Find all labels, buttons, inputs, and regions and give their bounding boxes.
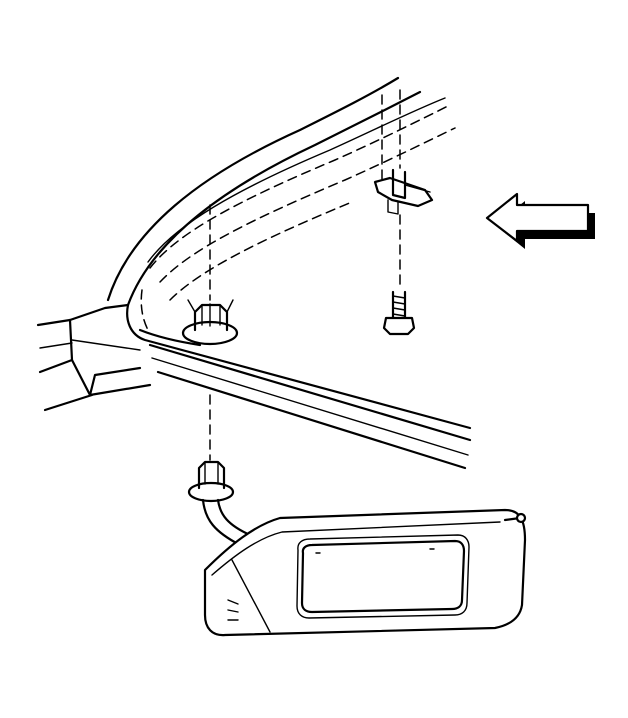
headliner-roof-edge	[106, 76, 456, 331]
visor-mounting-bolt	[382, 290, 416, 336]
windshield-pillar	[36, 303, 472, 470]
visor-retainer-clip	[181, 299, 239, 346]
sun-visor	[187, 460, 527, 637]
view-direction-arrow	[485, 192, 595, 249]
visor-support-bracket	[373, 89, 434, 286]
